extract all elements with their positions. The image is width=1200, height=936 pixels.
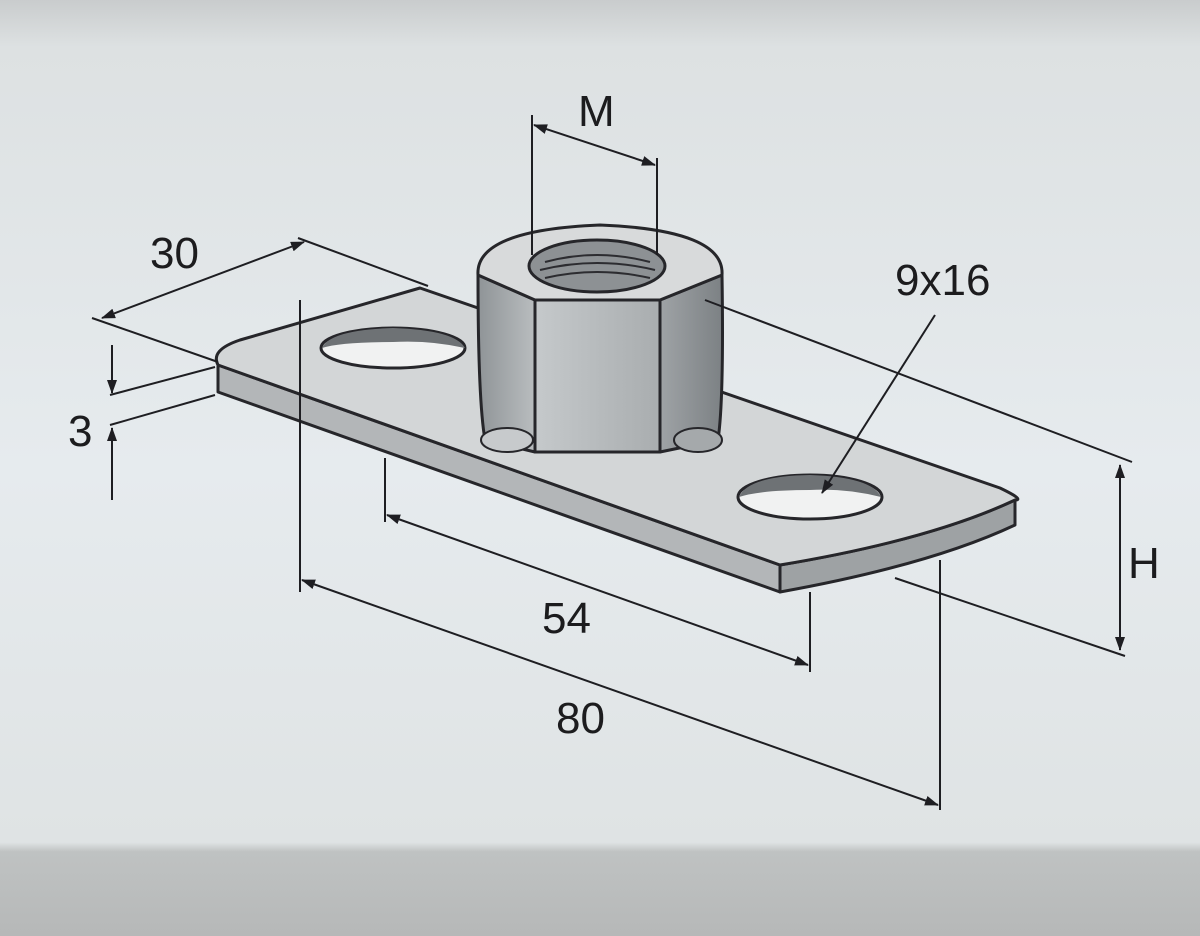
dimension-slot: 9x16 xyxy=(821,256,990,494)
label-slot: 9x16 xyxy=(895,256,990,305)
nut-left-face xyxy=(476,273,537,454)
dimension-m: M xyxy=(531,87,658,255)
label-length: 80 xyxy=(556,694,605,743)
label-thickness: 3 xyxy=(68,407,92,456)
slot-left-shadow xyxy=(322,328,465,348)
dimension-width: 30 xyxy=(91,229,429,363)
slot-right-shadow xyxy=(739,475,881,497)
nut-right-face xyxy=(658,273,724,454)
dimension-length: 80 xyxy=(299,300,941,810)
label-width: 30 xyxy=(150,229,199,278)
nut-threaded-hole xyxy=(527,238,667,294)
nut-left-chamfer xyxy=(480,427,534,453)
nut-right-chamfer xyxy=(673,427,723,453)
hex-nut xyxy=(476,223,724,454)
thread-lines xyxy=(539,254,656,279)
label-hole-spacing: 54 xyxy=(542,594,591,643)
label-height: H xyxy=(1128,539,1160,588)
nut-center-face xyxy=(533,298,662,454)
label-thread: M xyxy=(578,87,615,136)
dimension-thickness: 3 xyxy=(68,345,216,500)
